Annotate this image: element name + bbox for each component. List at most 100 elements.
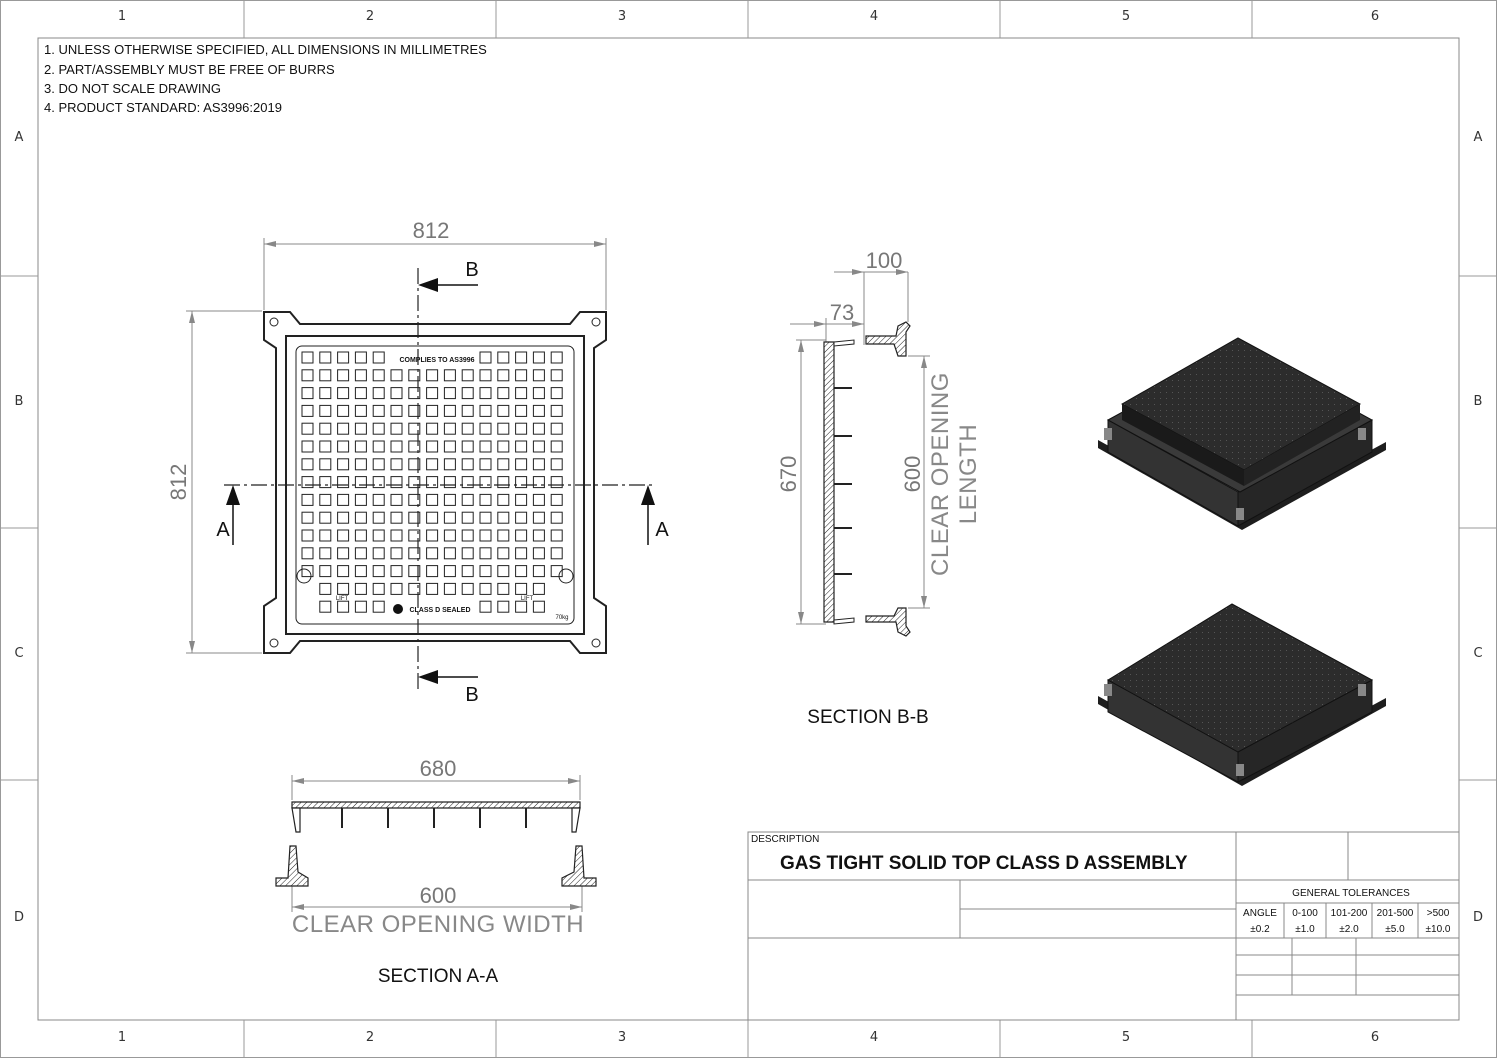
- grid-cell: [408, 422, 421, 435]
- section-a-arrow-left: [226, 485, 240, 505]
- grid-cell: [301, 458, 314, 471]
- grid-cell: [337, 529, 350, 542]
- grid-cell: [337, 493, 350, 506]
- zone-row-a: A: [15, 130, 24, 145]
- grid-cell: [354, 493, 367, 506]
- grid-cell: [497, 458, 510, 471]
- grid-cell: [354, 511, 367, 524]
- grid-cell: [408, 582, 421, 595]
- grid-cell: [337, 422, 350, 435]
- grid-cell: [408, 369, 421, 382]
- tol-value-0-100: ±1.0: [1295, 924, 1315, 935]
- grid-cell: [426, 458, 439, 471]
- zone-col-3-bottom: 3: [618, 1030, 626, 1045]
- grid-cell: [443, 422, 456, 435]
- grid-cell: [372, 440, 385, 453]
- grid-cell: [515, 387, 528, 400]
- frame-profile-top: [865, 321, 911, 357]
- grid-cell: [550, 547, 563, 560]
- grid-cell: [337, 476, 350, 489]
- lift-hole: [296, 568, 312, 584]
- grid-cell: [515, 600, 528, 613]
- grid-cell: [532, 440, 545, 453]
- grid-cell: [301, 351, 314, 364]
- zone-col-6: 6: [1371, 9, 1379, 24]
- grid-cell: [426, 582, 439, 595]
- grid-cell: [354, 404, 367, 417]
- grid-cell: [408, 404, 421, 417]
- tol-value-101-200: ±2.0: [1339, 924, 1359, 935]
- tol-head-500: >500: [1427, 908, 1450, 919]
- grid-cell: [550, 387, 563, 400]
- grid-cell: [515, 404, 528, 417]
- grid-cell: [443, 529, 456, 542]
- section-a-label-right: A: [655, 519, 669, 541]
- grid-cell: [354, 458, 367, 471]
- drawing-description: GAS TIGHT SOLID TOP CLASS D ASSEMBLY: [780, 853, 1188, 874]
- grid-cell: [408, 440, 421, 453]
- grid-cell: [319, 440, 332, 453]
- grid-cell: [443, 458, 456, 471]
- grid-cell: [479, 600, 492, 613]
- grid-cell: [497, 529, 510, 542]
- grid-cell: [461, 582, 474, 595]
- grid-cell: [532, 547, 545, 560]
- zone-col-1-bottom: 1: [118, 1030, 126, 1045]
- zone-col-2: 2: [366, 9, 374, 24]
- grid-cell: [301, 565, 314, 578]
- grid-cell: [550, 529, 563, 542]
- grid-cell: [443, 493, 456, 506]
- grid-cell: [301, 422, 314, 435]
- grid-cell: [390, 458, 403, 471]
- grid-cell: [426, 493, 439, 506]
- grid-cell: [497, 404, 510, 417]
- section-a-label-left: A: [216, 519, 230, 541]
- grid-cell: [550, 404, 563, 417]
- grid-cell: [515, 565, 528, 578]
- zone-col-3: 3: [618, 9, 626, 24]
- dim-680: 680: [420, 756, 457, 781]
- dim-100: 100: [866, 248, 903, 273]
- note-3: 3. DO NOT SCALE DRAWING: [44, 81, 221, 96]
- section-b-arrow-top: [418, 278, 438, 292]
- grid-cell: [372, 369, 385, 382]
- grid-cell: [532, 582, 545, 595]
- frame-bolt-hole: [591, 317, 601, 327]
- grid-cell: [479, 422, 492, 435]
- zone-col-2-bottom: 2: [366, 1030, 374, 1045]
- grid-cell: [497, 387, 510, 400]
- grid-cell: [532, 458, 545, 471]
- grid-cell: [443, 440, 456, 453]
- grid-cell: [443, 547, 456, 560]
- zone-labels-right: A B C D: [1473, 130, 1483, 925]
- grid-cell: [515, 493, 528, 506]
- section-a-a-label: SECTION A-A: [378, 966, 499, 987]
- grid-cell: [354, 547, 367, 560]
- grid-cell: [408, 387, 421, 400]
- grid-cell: [461, 422, 474, 435]
- grid-cell: [390, 565, 403, 578]
- grid-cell: [354, 529, 367, 542]
- grid-cell: [408, 529, 421, 542]
- clear-opening-width: CLEAR OPENING WIDTH: [292, 911, 584, 938]
- frame-bolt-hole: [269, 317, 279, 327]
- grid-cell: [443, 511, 456, 524]
- grid-cell: [390, 404, 403, 417]
- grid-cell: [337, 511, 350, 524]
- grid-cell: [354, 600, 367, 613]
- grid-cell: [390, 440, 403, 453]
- section-b-label-bottom: B: [465, 684, 478, 706]
- grid-cell: [479, 547, 492, 560]
- weight-label: 70kg: [555, 615, 568, 621]
- note-1: 1. UNLESS OTHERWISE SPECIFIED, ALL DIMEN…: [44, 42, 487, 57]
- tol-value-500: ±10.0: [1426, 924, 1451, 935]
- zone-labels-top: 1 2 3 4 5 6: [118, 9, 1379, 24]
- grid-cell: [479, 458, 492, 471]
- grid-cell: [550, 511, 563, 524]
- grid-cell: [301, 369, 314, 382]
- zone-col-5-bottom: 5: [1122, 1030, 1130, 1045]
- zone-row-d-right: D: [1473, 910, 1483, 925]
- tol-head-201-500: 201-500: [1377, 908, 1414, 919]
- clear-opening-length-2: LENGTH: [955, 424, 982, 524]
